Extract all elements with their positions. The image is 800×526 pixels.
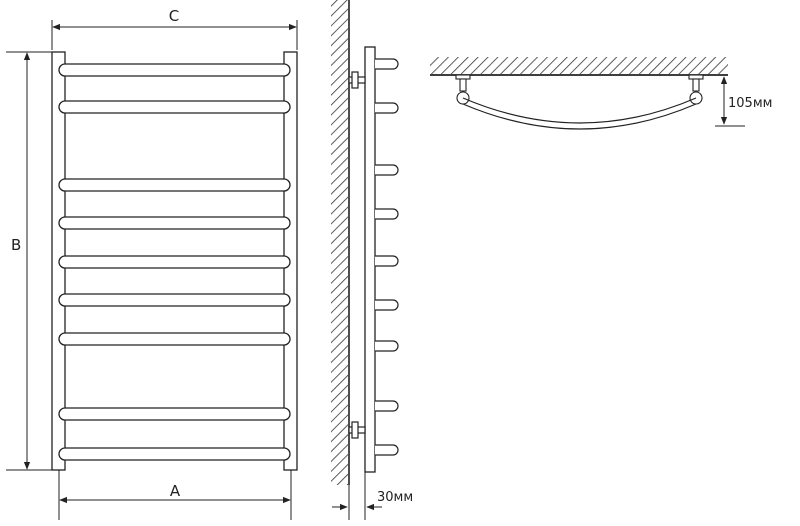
side-pin-9 bbox=[375, 444, 399, 456]
dimension-30mm bbox=[332, 472, 382, 520]
rung-1 bbox=[58, 63, 291, 77]
rung-8 bbox=[58, 407, 291, 421]
rung-7 bbox=[58, 332, 291, 346]
rungs bbox=[58, 63, 291, 461]
wall-bracket-bottom bbox=[348, 421, 366, 439]
dimension-a bbox=[58, 470, 292, 520]
rung-6 bbox=[58, 293, 291, 307]
dimension-c-label: C bbox=[169, 7, 179, 25]
dimension-105mm bbox=[715, 76, 745, 127]
side-pin-6 bbox=[375, 299, 399, 311]
side-pin-8 bbox=[375, 400, 399, 412]
dimension-b-label: B bbox=[11, 236, 21, 254]
rung-4 bbox=[58, 216, 291, 230]
top-view: 105мм bbox=[430, 57, 772, 130]
dimension-a-label: A bbox=[170, 482, 181, 500]
wall-bracket-top bbox=[348, 71, 366, 89]
dimension-30mm-label: 30мм bbox=[377, 490, 413, 505]
dimension-b bbox=[6, 51, 52, 471]
side-view: 30мм bbox=[331, 0, 413, 520]
wall-hatch bbox=[331, 0, 348, 485]
dimension-c bbox=[51, 20, 298, 50]
rung-3 bbox=[58, 178, 291, 192]
side-pin-7 bbox=[375, 340, 399, 352]
front-view bbox=[51, 51, 298, 471]
rung-2 bbox=[58, 100, 291, 114]
rung-9 bbox=[58, 447, 291, 461]
side-collector bbox=[364, 46, 376, 473]
rung-5 bbox=[58, 255, 291, 269]
side-pins bbox=[375, 58, 399, 456]
dimension-105mm-label: 105мм bbox=[728, 96, 772, 111]
top-bracket-right bbox=[688, 74, 704, 105]
side-pin-4 bbox=[375, 208, 399, 220]
side-pin-2 bbox=[375, 102, 399, 114]
top-wall-hatch bbox=[430, 57, 728, 74]
side-pin-5 bbox=[375, 255, 399, 267]
side-pin-1 bbox=[375, 58, 399, 70]
side-pin-3 bbox=[375, 164, 399, 176]
curved-rung bbox=[462, 97, 697, 130]
